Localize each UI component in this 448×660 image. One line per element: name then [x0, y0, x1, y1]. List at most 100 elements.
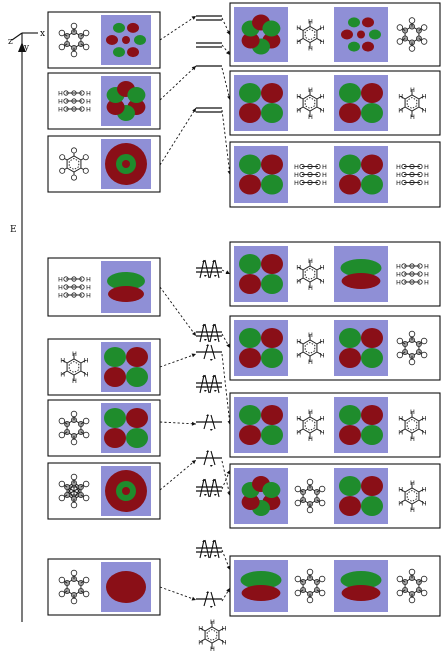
left-box-3 — [47, 135, 161, 193]
lobe — [361, 476, 383, 496]
hydrogen-label: H — [396, 279, 401, 287]
electron-down — [204, 478, 210, 498]
electron-down — [204, 539, 210, 559]
hydrogen-atom — [396, 575, 404, 583]
hydrogen-atom — [306, 568, 314, 576]
electron-arrowhead — [202, 324, 205, 326]
level-o1 — [196, 259, 222, 279]
lobe — [113, 47, 125, 58]
orbital-torus — [101, 139, 151, 189]
lobe — [239, 405, 261, 425]
lobe — [341, 29, 353, 40]
lobe — [261, 154, 283, 175]
hydrogen-label: H — [296, 38, 301, 46]
energy-axis-label: E — [10, 225, 17, 235]
hydrogen-atom — [396, 24, 404, 31]
z-axis-label: z — [8, 37, 13, 47]
lobe-top — [340, 571, 382, 589]
level-o8 — [196, 539, 222, 559]
lobe — [369, 29, 381, 40]
ch-bond — [61, 370, 68, 375]
hydrogen-label: H — [294, 171, 299, 179]
ch-bond — [399, 428, 406, 433]
ch-bond — [297, 266, 304, 271]
ch-bond — [316, 277, 323, 282]
ch-bond — [297, 106, 304, 111]
lobe — [261, 83, 283, 103]
orbital-panel — [334, 146, 388, 203]
hydrogen-label: H — [296, 24, 301, 32]
hydrogen-label: H — [222, 625, 227, 633]
lobe — [239, 254, 261, 274]
hydrogen-atom — [294, 575, 302, 583]
connector-tip — [192, 331, 196, 336]
hydrogen-label: H — [198, 625, 203, 633]
hydrogen-label: H — [396, 171, 401, 179]
hydrogen-label: H — [422, 93, 427, 101]
hydrogen-label: H — [308, 358, 313, 366]
hydrogen-label: H — [294, 163, 299, 171]
electron-arrowhead — [204, 390, 207, 392]
ch-bond — [418, 428, 425, 433]
lobe — [261, 405, 283, 425]
connector-16 — [221, 469, 231, 490]
level-o7 — [196, 478, 222, 498]
orbital-torus — [101, 466, 151, 516]
lobe — [361, 328, 383, 348]
electron-up — [209, 323, 215, 343]
left-box-7 — [47, 462, 161, 520]
hydrogen-label: H — [322, 179, 327, 187]
structure-cage — [396, 568, 428, 604]
hydrogen-atom — [294, 589, 302, 597]
hydrogen-atom — [420, 337, 428, 345]
hydrogen-atom — [408, 45, 416, 52]
electron-arrowhead — [204, 275, 207, 277]
orbital-quad — [234, 320, 288, 376]
connector-tip — [192, 108, 196, 113]
hydrogen-atom — [82, 576, 90, 584]
connector-7 — [221, 109, 231, 176]
electron-up — [203, 450, 209, 466]
lobe — [239, 103, 261, 123]
hydrogen-label: H — [320, 38, 325, 46]
electron-down — [214, 374, 220, 394]
hydrogen-atom — [420, 24, 428, 31]
lobe — [348, 41, 360, 52]
electron-up — [209, 374, 215, 394]
electron-up — [203, 344, 209, 360]
hydrogen-atom — [294, 485, 302, 493]
hydrogen-label: H — [308, 86, 313, 94]
hydrogen-atom — [58, 431, 66, 439]
hydrogen-atom — [408, 330, 416, 338]
connector-tip — [225, 270, 230, 274]
lobe — [348, 17, 360, 28]
ring-inner — [206, 628, 218, 642]
lobe — [339, 425, 361, 445]
lobe — [239, 425, 261, 445]
ring-inner — [304, 267, 316, 281]
electron-down — [214, 323, 220, 343]
hydrogen-label: H — [58, 90, 63, 98]
hydrogen-atom — [396, 38, 404, 45]
hydrogen-label: H — [320, 106, 325, 114]
hydrogen-label: H — [308, 17, 313, 25]
connector-11 — [159, 353, 197, 368]
electron-arrowhead — [206, 591, 209, 593]
electron-down — [210, 414, 216, 430]
orbital-pi — [334, 560, 388, 612]
lobe-top — [340, 259, 382, 277]
hydrogen-atom — [306, 506, 314, 514]
hydrogen-label: H — [320, 338, 325, 346]
hydrogen-label: H — [308, 257, 313, 265]
lobe — [104, 367, 126, 387]
lobe — [261, 328, 283, 348]
hydrogen-label: H — [294, 179, 299, 187]
hydrogen-label: H — [424, 163, 429, 171]
structure-cage — [58, 410, 90, 446]
